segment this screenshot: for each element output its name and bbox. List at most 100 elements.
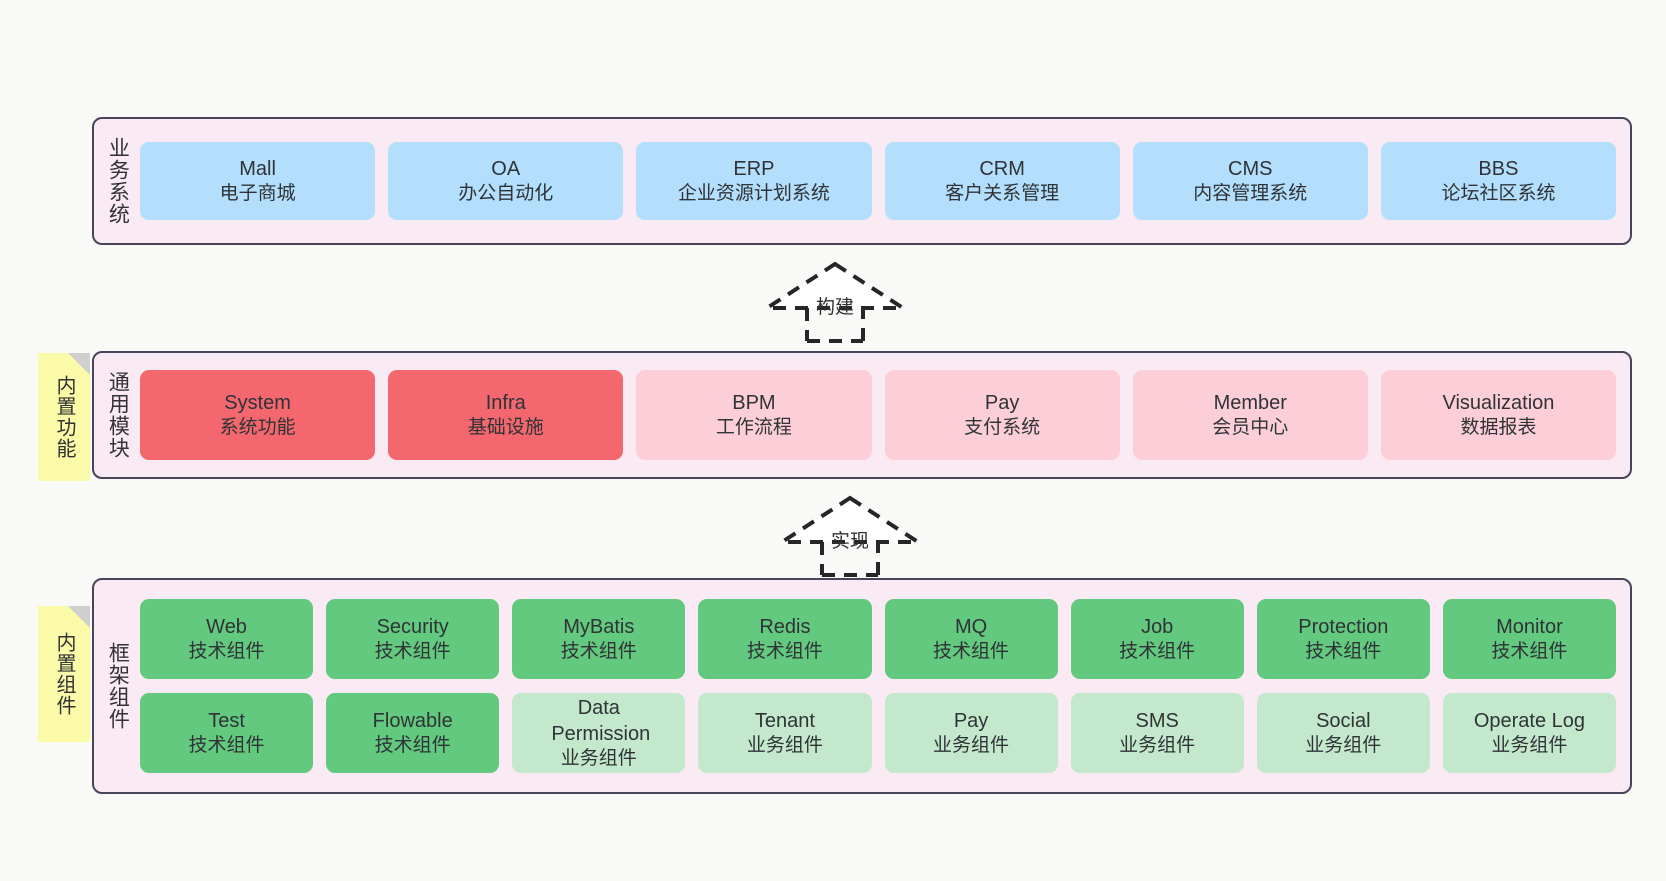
connector-implement: 实现 [775,492,925,577]
card-erp-title: ERP [733,157,775,180]
card-tenant-title: Tenant [754,709,815,732]
card-test-subtitle: 技术组件 [188,734,265,756]
connector-build-label: 构建 [815,297,855,318]
card-cms-title: CMS [1228,157,1273,180]
connector-build: 构建 [760,258,910,343]
sticky-note-builtin-function-label: 内置功能 [53,375,75,459]
card-social-title: Social [1316,709,1371,732]
card-tenant[interactable]: Tenant 业务组件 [698,693,872,773]
card-flowable[interactable]: Flowable 技术组件 [326,693,500,773]
card-job[interactable]: Job 技术组件 [1070,599,1244,679]
card-row-business-components: Test 技术组件 Flowable 技术组件 Data Permission … [140,693,1616,773]
layer-common-module[interactable]: 通用模块 System 系统功能 Infra 基础设施 BPM 工作流程 Pay [92,351,1632,479]
card-system-title: System [224,391,291,414]
sticky-fold-corner-icon [68,353,90,375]
card-row-business-systems: Mall 电子商城 OA 办公自动化 ERP 企业资源计划系统 CRM 客户关系… [140,142,1617,220]
card-mybatis-subtitle: 技术组件 [560,640,637,662]
card-redis-title: Redis [759,615,811,638]
card-crm[interactable]: CRM 客户关系管理 [884,142,1120,220]
card-test-title: Test [208,709,245,732]
card-monitor-title: Monitor [1496,615,1563,638]
card-social-subtitle: 业务组件 [1305,734,1382,756]
card-cms-subtitle: 内容管理系统 [1193,182,1308,204]
card-security[interactable]: Security 技术组件 [326,599,500,679]
card-oa[interactable]: OA 办公自动化 [388,142,624,220]
card-pay-component[interactable]: Pay 业务组件 [884,693,1058,773]
card-crm-title: CRM [979,157,1025,180]
layer-title-business-system: 业务系统 [106,137,130,225]
card-test[interactable]: Test 技术组件 [140,693,314,773]
card-sms[interactable]: SMS 业务组件 [1070,693,1244,773]
card-mall-title: Mall [239,157,276,180]
card-sms-subtitle: 业务组件 [1119,734,1196,756]
card-mall-subtitle: 电子商城 [219,182,296,204]
card-infra-subtitle: 基础设施 [467,416,544,438]
card-mybatis[interactable]: MyBatis 技术组件 [512,599,686,679]
card-erp-subtitle: 企业资源计划系统 [677,182,830,204]
card-monitor-subtitle: 技术组件 [1491,640,1568,662]
card-pay-module[interactable]: Pay 支付系统 [884,370,1120,460]
layer-body-business-system: Mall 电子商城 OA 办公自动化 ERP 企业资源计划系统 CRM 客户关系… [140,119,1630,243]
card-pay-component-title: Pay [953,709,989,732]
card-security-title: Security [376,615,449,638]
card-system[interactable]: System 系统功能 [140,370,376,460]
card-operate-log[interactable]: Operate Log 业务组件 [1442,693,1616,773]
card-row-common-modules: System 系统功能 Infra 基础设施 BPM 工作流程 Pay 支付系统… [140,370,1617,460]
card-data-permission[interactable]: Data Permission 业务组件 [512,693,686,773]
card-mq[interactable]: MQ 技术组件 [884,599,1058,679]
card-mall[interactable]: Mall 电子商城 [140,142,376,220]
card-oa-subtitle: 办公自动化 [458,182,554,204]
sticky-fold-corner-icon [68,606,90,628]
card-data-permission-title: Data Permission [551,696,651,745]
card-sms-title: SMS [1135,709,1179,732]
sticky-note-builtin-component: 内置组件 [38,606,90,742]
card-mq-title: MQ [954,615,988,638]
card-infra[interactable]: Infra 基础设施 [388,370,624,460]
layer-title-common-module: 通用模块 [106,371,130,459]
card-security-subtitle: 技术组件 [374,640,451,662]
card-job-subtitle: 技术组件 [1119,640,1196,662]
card-mybatis-title: MyBatis [563,615,635,638]
card-mq-subtitle: 技术组件 [933,640,1010,662]
card-job-title: Job [1141,615,1174,638]
card-web[interactable]: Web 技术组件 [140,599,314,679]
card-redis-subtitle: 技术组件 [746,640,823,662]
card-infra-title: Infra [485,391,526,414]
card-system-subtitle: 系统功能 [219,416,296,438]
card-protection[interactable]: Protection 技术组件 [1256,599,1430,679]
card-member[interactable]: Member 会员中心 [1132,370,1368,460]
card-bbs[interactable]: BBS 论坛社区系统 [1380,142,1617,220]
layer-business-system[interactable]: 业务系统 Mall 电子商城 OA 办公自动化 ERP 企业资源计划系统 CRM [92,117,1632,245]
sticky-note-builtin-component-label: 内置组件 [53,632,75,716]
card-protection-subtitle: 技术组件 [1305,640,1382,662]
card-visualization[interactable]: Visualization 数据报表 [1380,370,1617,460]
card-cms[interactable]: CMS 内容管理系统 [1132,142,1368,220]
card-monitor[interactable]: Monitor 技术组件 [1442,599,1616,679]
card-redis[interactable]: Redis 技术组件 [698,599,872,679]
card-bpm-subtitle: 工作流程 [715,416,792,438]
card-bbs-subtitle: 论坛社区系统 [1441,182,1556,204]
card-operate-log-title: Operate Log [1473,709,1586,732]
layer-framework-component[interactable]: 框架组件 Web 技术组件 Security 技术组件 MyBatis 技术组件… [92,578,1632,794]
implement-arrow-icon [775,495,925,577]
card-member-title: Member [1213,391,1287,414]
card-operate-log-subtitle: 业务组件 [1491,734,1568,756]
layer-body-framework-component: Web 技术组件 Security 技术组件 MyBatis 技术组件 Redi… [140,580,1630,792]
card-crm-subtitle: 客户关系管理 [945,182,1060,204]
card-data-permission-subtitle: 业务组件 [560,747,637,769]
layer-title-framework-component: 框架组件 [106,642,130,730]
card-member-subtitle: 会员中心 [1212,416,1289,438]
card-erp[interactable]: ERP 企业资源计划系统 [636,142,872,220]
connector-implement-label: 实现 [830,531,870,552]
card-social[interactable]: Social 业务组件 [1256,693,1430,773]
card-row-technical-components: Web 技术组件 Security 技术组件 MyBatis 技术组件 Redi… [140,599,1616,679]
layer-body-common-module: System 系统功能 Infra 基础设施 BPM 工作流程 Pay 支付系统… [140,353,1630,477]
card-bpm[interactable]: BPM 工作流程 [636,370,872,460]
card-pay-component-subtitle: 业务组件 [933,734,1010,756]
card-protection-title: Protection [1298,615,1389,638]
card-visualization-title: Visualization [1442,391,1555,414]
card-web-title: Web [206,615,247,638]
build-arrow-icon [760,261,910,343]
card-pay-module-subtitle: 支付系统 [964,416,1041,438]
